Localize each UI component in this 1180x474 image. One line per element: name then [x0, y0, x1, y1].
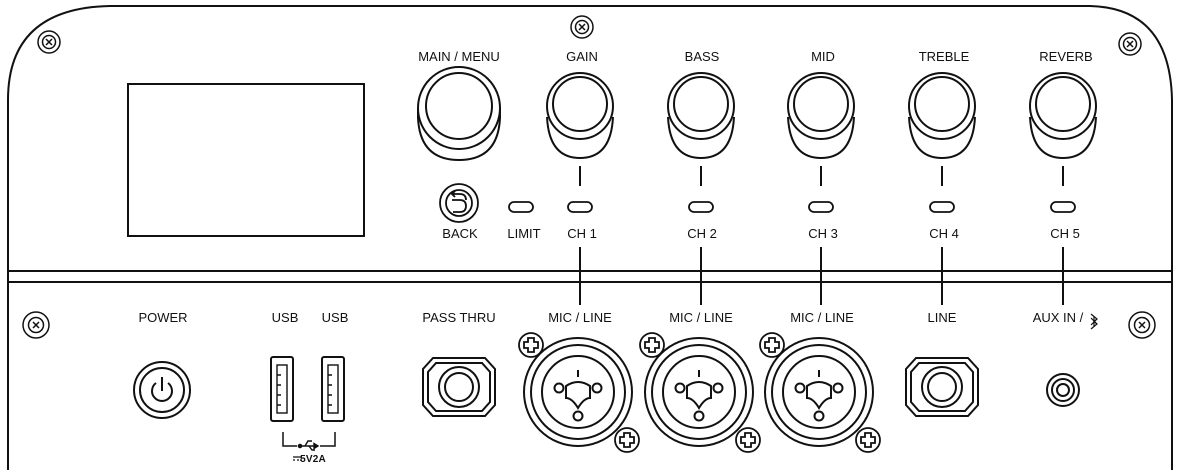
ch1-led [567, 201, 593, 213]
ch4-led [929, 201, 955, 213]
gain-knob-control[interactable] [546, 72, 614, 160]
aux-in-label: AUX IN / [1032, 310, 1084, 325]
plus-screw-icon [518, 332, 544, 358]
bluetooth-icon [1090, 313, 1098, 330]
screw-icon [22, 311, 50, 339]
ch3-label: CH 3 [808, 226, 838, 241]
back-label: BACK [442, 226, 478, 241]
ch5-led [1050, 201, 1076, 213]
ch2-label: CH 2 [687, 226, 717, 241]
usb-symbol-icon [297, 440, 320, 451]
power-label: POWER [138, 310, 188, 325]
aux-in-jack [1046, 373, 1080, 407]
plus-screw-icon [855, 427, 881, 453]
ch4-input-label: LINE [927, 310, 957, 325]
ch4-label: CH 4 [929, 226, 959, 241]
gain-label: GAIN [566, 49, 598, 64]
power-button[interactable] [133, 361, 191, 419]
line-jack [905, 357, 979, 417]
mid-knob-control[interactable] [787, 72, 855, 160]
ch2-input-label: MIC / LINE [669, 310, 733, 325]
screw-icon [37, 30, 61, 54]
display-screen [127, 83, 365, 237]
ch1-input-label: MIC / LINE [548, 310, 612, 325]
ch3-input-label: MIC / LINE [790, 310, 854, 325]
limit-led [508, 201, 534, 213]
screw-icon [570, 15, 594, 39]
ch2-led [688, 201, 714, 213]
pass-thru-jack [422, 357, 496, 417]
main-menu-label: MAIN / MENU [418, 49, 500, 64]
limit-label: LIMIT [507, 226, 541, 241]
reverb-label: REVERB [1039, 49, 1093, 64]
combo-xlr-jack [644, 337, 754, 447]
treble-label: TREBLE [918, 49, 970, 64]
usb-label: USB [271, 310, 299, 325]
bass-knob-control[interactable] [667, 72, 735, 160]
mid-label: MID [811, 49, 835, 64]
back-button[interactable] [439, 183, 479, 223]
ch5-label: CH 5 [1050, 226, 1080, 241]
reverb-knob [1029, 72, 1097, 186]
mid-knob [787, 72, 855, 186]
gain-knob [546, 72, 614, 186]
main-menu-knob [417, 66, 501, 162]
ch1-label: CH 1 [567, 226, 597, 241]
combo-xlr-jack [764, 337, 874, 447]
plus-screw-icon [735, 427, 761, 453]
back-button-icon [439, 183, 479, 223]
pass-thru-label: PASS THRU [422, 310, 496, 325]
plus-screw-icon [639, 332, 665, 358]
usb-label: USB [321, 310, 349, 325]
bass-label: BASS [684, 49, 720, 64]
treble-knob [908, 72, 976, 186]
screw-icon [1118, 32, 1142, 56]
combo-xlr-jack [523, 337, 633, 447]
usb-port-icon [270, 356, 294, 422]
treble-knob-control[interactable] [908, 72, 976, 160]
main-menu-knob-control[interactable] [418, 66, 502, 162]
usb-port-icon [321, 356, 345, 422]
usb-rating-label: 5V2A [300, 454, 326, 465]
power-button-icon [133, 361, 191, 419]
screw-icon [1128, 311, 1156, 339]
reverb-knob-control[interactable] [1029, 72, 1097, 160]
plus-screw-icon [614, 427, 640, 453]
plus-screw-icon [759, 332, 785, 358]
ch3-led [808, 201, 834, 213]
bass-knob [667, 72, 735, 186]
